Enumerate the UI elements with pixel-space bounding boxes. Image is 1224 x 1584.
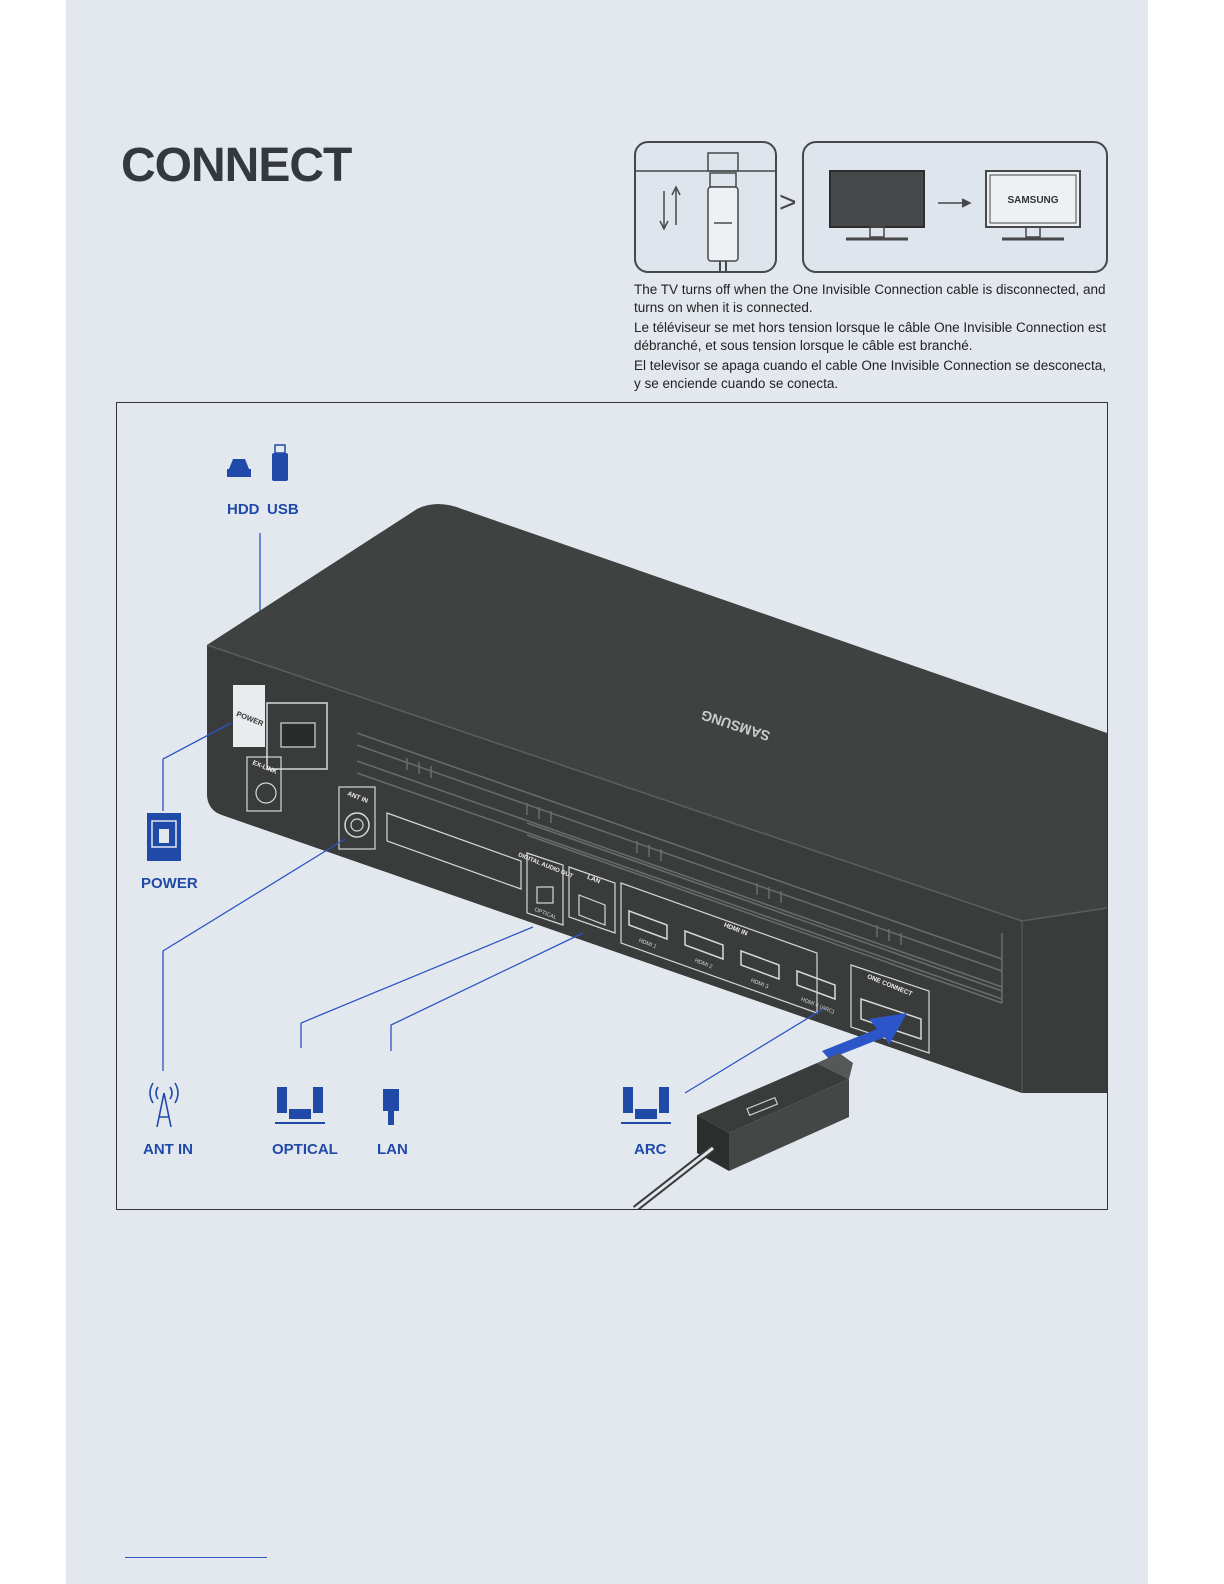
arc-speaker-icon [621, 1087, 671, 1123]
lan-cable-icon [383, 1089, 399, 1125]
power-plug-icon [147, 813, 181, 861]
connection-diagram: SAMSUNG POWER EX-LINK ANT IN [116, 402, 1108, 1210]
cable-plug-illustration [636, 143, 775, 271]
antenna-icon [150, 1083, 178, 1127]
lan-label: LAN [377, 1141, 408, 1158]
hdd-icon [227, 459, 251, 477]
page-title: CONNECT [121, 138, 351, 193]
arc-label: ARC [634, 1141, 667, 1158]
usb-icon [272, 445, 288, 481]
description-spanish: El televisor se apaga cuando el cable On… [634, 357, 1114, 393]
footer-rule [125, 1557, 267, 1558]
optical-label: OPTICAL [272, 1141, 338, 1158]
power-label: POWER [141, 875, 198, 892]
samsung-screen-text: SAMSUNG [1007, 195, 1058, 206]
tv-power-panel: SAMSUNG [802, 141, 1108, 273]
cable-connect-panel [634, 141, 777, 273]
chevron-right-icon: > [779, 186, 797, 220]
description-french: Le téléviseur se met hors tension lorsqu… [634, 319, 1114, 355]
ant-in-label: ANT IN [143, 1141, 193, 1158]
description-english: The TV turns off when the One Invisible … [634, 281, 1114, 317]
usb-label: USB [267, 501, 299, 518]
tv-off-on-illustration: SAMSUNG [804, 143, 1106, 271]
hdd-label: HDD [227, 501, 260, 518]
speaker-icon [275, 1087, 325, 1123]
one-connect-box-illustration: SAMSUNG POWER EX-LINK ANT IN [117, 403, 1107, 1209]
